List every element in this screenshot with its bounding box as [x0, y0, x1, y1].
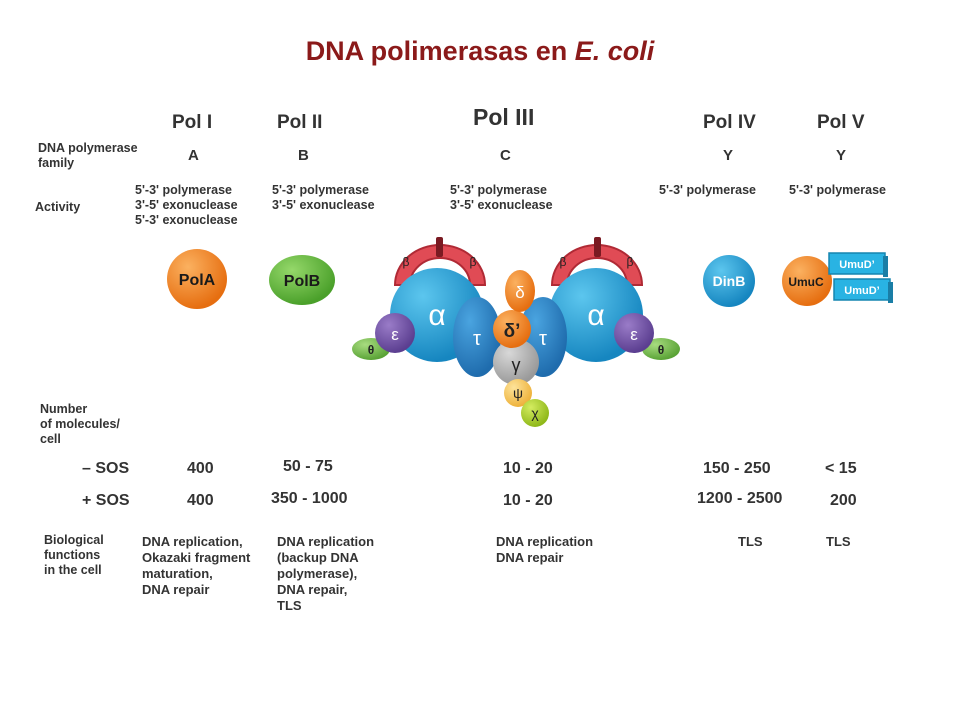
delta-label: δ: [515, 283, 524, 302]
family-pol-i: A: [188, 147, 199, 164]
minus-sos-label: – SOS: [82, 460, 130, 477]
plus-sos-label: + SOS: [82, 492, 130, 509]
umuc-label: UmuC: [788, 275, 824, 289]
beta-label-4: β: [627, 255, 634, 269]
plus-sos-pol-ii: 350 - 1000: [271, 490, 348, 507]
minus-sos-pol-iv: 150 - 250: [703, 460, 771, 477]
pol-iii-holoenzyme: β β β β θ θ α α ε ε τ τ γ δ’ δ: [352, 237, 680, 427]
plus-sos-pol-iv: 1200 - 2500: [697, 490, 783, 507]
delta-prime: [493, 310, 531, 348]
pola-label: PolA: [179, 272, 216, 289]
minus-sos-pol-iii: 10 - 20: [503, 460, 553, 477]
theta-label-right: θ: [658, 343, 665, 357]
beta-label-2: β: [470, 255, 477, 269]
polb-protein: PolB: [269, 255, 335, 305]
delta: [505, 270, 535, 312]
polb-label: PolB: [284, 273, 320, 290]
epsilon-label-right: ε: [630, 325, 638, 344]
tau-left: [453, 297, 501, 377]
psi: [504, 379, 532, 407]
beta-clamp-left: [393, 244, 487, 286]
delta-prime-label: δ’: [504, 321, 521, 342]
page-title: DNA polimerasas en E. coli: [305, 36, 655, 66]
activity-pol-iv: 5'-3' polymerase: [659, 183, 756, 197]
dinb-label: DinB: [713, 273, 746, 289]
psi-label: ψ: [513, 385, 523, 401]
family-pol-iii: C: [500, 147, 511, 164]
epsilon-right: [614, 313, 654, 353]
minus-sos-pol-i: 400: [187, 460, 214, 477]
minus-sos-pol-v: < 15: [825, 460, 857, 477]
epsilon-label-left: ε: [391, 325, 399, 344]
beta-label-3: β: [560, 255, 567, 269]
header-pol-ii: Pol II: [277, 112, 323, 133]
family-pol-v: Y: [836, 147, 847, 164]
chi: [521, 399, 549, 427]
tau-label-left: τ: [473, 328, 481, 350]
chi-label: χ: [531, 405, 539, 421]
plus-sos-pol-iii: 10 - 20: [503, 492, 553, 509]
gamma-label: γ: [512, 355, 521, 375]
theta-right: [642, 338, 680, 360]
epsilon-left: [375, 313, 415, 353]
umud-label-1: UmuD’: [839, 259, 874, 271]
activity-pol-v: 5'-3' polymerase: [789, 183, 886, 197]
beta-clamp-right: [550, 244, 644, 286]
theta-label-left: θ: [368, 343, 375, 357]
gamma: [493, 339, 539, 385]
tau-label-right: τ: [539, 328, 547, 350]
functions-pol-v: TLS: [826, 534, 851, 549]
alpha-label-right: α: [587, 299, 604, 332]
header-pol-iii: Pol III: [473, 104, 535, 130]
umuc-umud-complex: UmuC UmuD’ UmuD’: [782, 252, 893, 306]
beta-label-1: β: [403, 255, 410, 269]
header-pol-i: Pol I: [172, 112, 213, 133]
family-pol-iv: Y: [723, 147, 734, 164]
pola-protein: PolA: [167, 249, 227, 309]
plus-sos-pol-v: 200: [830, 492, 857, 509]
dinb-protein: DinB: [703, 255, 755, 307]
functions-pol-iv: TLS: [738, 534, 763, 549]
activity-row-label: Activity: [35, 200, 81, 214]
header-pol-v: Pol V: [817, 112, 865, 133]
alpha-label-left: α: [428, 299, 445, 332]
header-pol-iv: Pol IV: [703, 112, 756, 133]
plus-sos-pol-i: 400: [187, 492, 214, 509]
family-pol-ii: B: [298, 147, 309, 164]
minus-sos-pol-ii: 50 - 75: [283, 458, 333, 475]
umud-label-2: UmuD’: [844, 285, 879, 297]
